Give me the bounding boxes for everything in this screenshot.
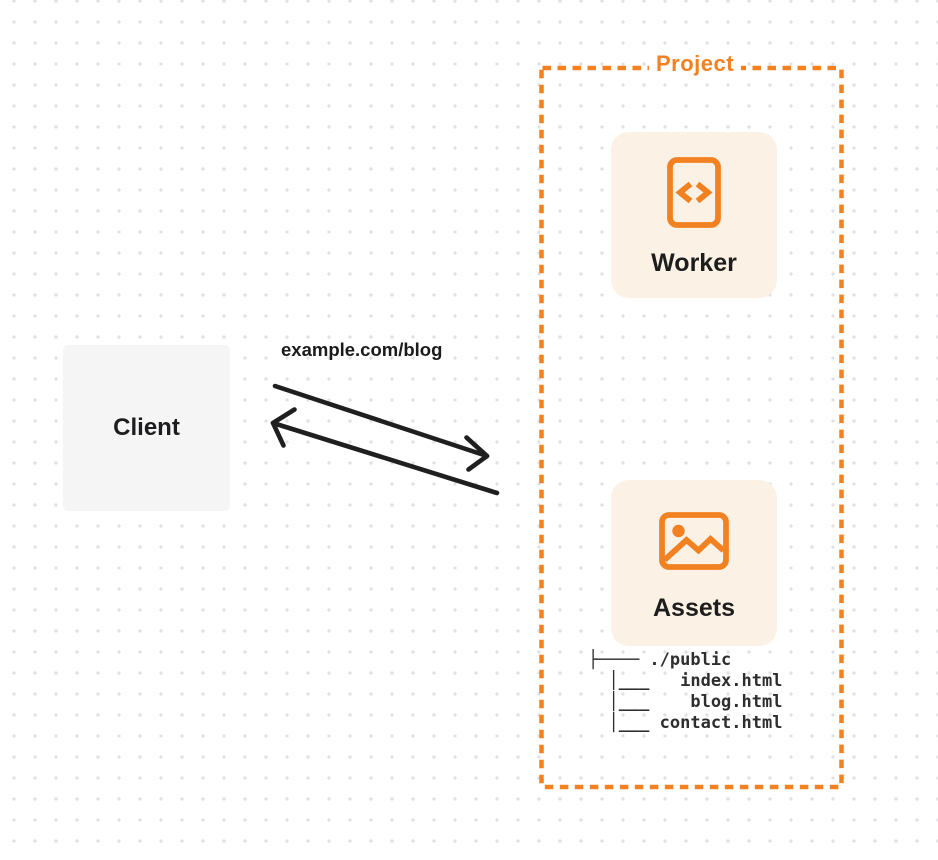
chevron-left-glyph <box>675 181 693 204</box>
request-url-label: example.com/blog <box>281 339 443 360</box>
client-label: Client <box>113 414 180 441</box>
image-icon <box>659 512 729 570</box>
request-arrow-head <box>464 435 490 472</box>
response-arrow <box>270 420 500 496</box>
assets-label: Assets <box>653 594 735 622</box>
image-sun-dot <box>672 524 685 538</box>
assets-card: Assets <box>611 480 777 646</box>
chevron-right-glyph <box>695 181 713 204</box>
code-document-frame <box>667 157 721 228</box>
response-arrow-head <box>270 407 297 448</box>
worker-label: Worker <box>651 249 737 277</box>
request-arrow <box>272 383 490 459</box>
worker-card: Worker <box>611 132 777 298</box>
assets-file-tree: ├──── ./public │___ index.html │___ blog… <box>588 650 783 733</box>
code-document-icon <box>667 157 721 228</box>
client-box: Client <box>63 345 230 511</box>
project-title: Project <box>648 51 742 77</box>
image-mountains <box>662 535 726 563</box>
image-frame <box>659 512 729 570</box>
